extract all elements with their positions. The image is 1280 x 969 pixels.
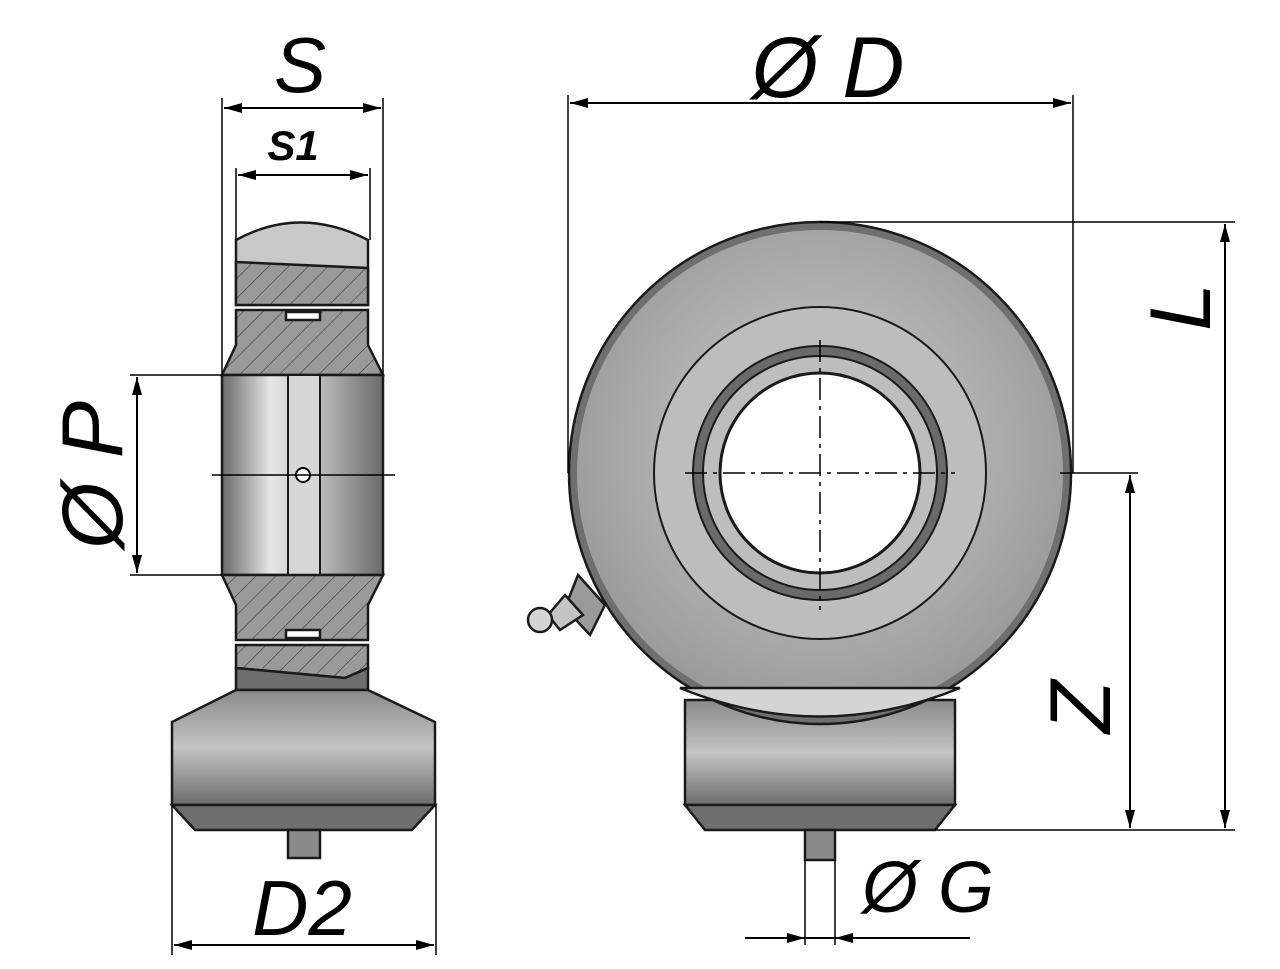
- dimension-lines: [130, 95, 1235, 955]
- centering-pin-front: [803, 828, 837, 862]
- centering-pin: [286, 828, 322, 860]
- hatched-ring-top: [234, 260, 370, 307]
- base-weld-seam: [679, 686, 961, 718]
- label-d2: D2: [252, 864, 352, 952]
- label-diameter-p: Ø P: [45, 401, 141, 552]
- label-l: L: [1133, 283, 1229, 331]
- neck: [234, 666, 370, 692]
- label-s: S: [274, 21, 326, 109]
- side-section-view: [169, 221, 438, 860]
- base-chamfer: [169, 803, 438, 832]
- label-diameter-d: Ø D: [749, 20, 905, 116]
- hatched-housing-bottom: [220, 573, 386, 642]
- groove-top: [284, 310, 322, 322]
- label-z: Z: [1033, 678, 1129, 735]
- label-s1: S1: [267, 122, 318, 169]
- front-view: [526, 220, 1073, 862]
- label-diameter-g: Ø G: [860, 848, 994, 928]
- groove-bottom: [284, 628, 322, 640]
- weld-base: [170, 688, 437, 807]
- base-chamfer-front: [682, 803, 958, 832]
- grease-nipple-icon: [526, 572, 607, 638]
